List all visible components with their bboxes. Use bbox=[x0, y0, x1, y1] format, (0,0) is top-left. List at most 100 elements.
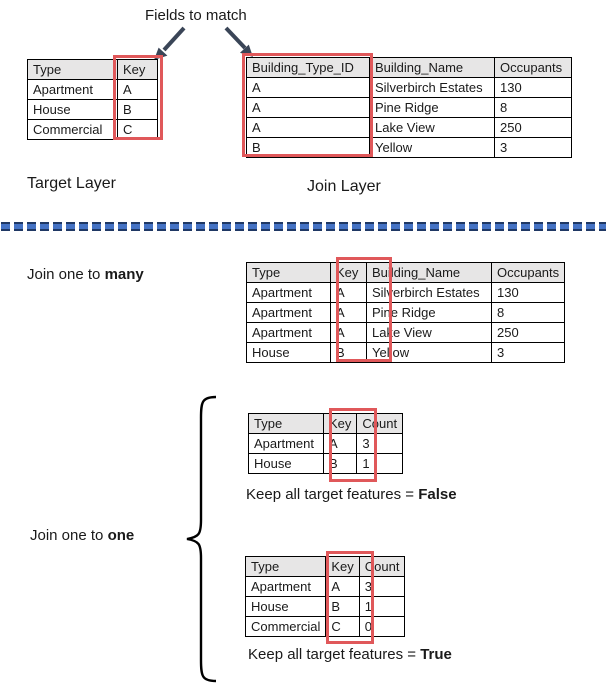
keep-false-caption: Keep all target features = False bbox=[246, 486, 457, 503]
table-cell: Yellow bbox=[369, 137, 495, 158]
table-header-cell: Building_Name bbox=[369, 57, 495, 78]
join-one-to-one-label-prefix: Join one to bbox=[30, 527, 108, 544]
join-one-to-many-label: Join one to many bbox=[27, 266, 144, 283]
table-cell: C bbox=[117, 119, 158, 140]
keep-true-caption-prefix: Keep all target features = bbox=[248, 646, 421, 663]
keep-false-caption-prefix: Keep all target features = bbox=[246, 486, 419, 503]
table-cell: Apartment bbox=[244, 576, 327, 597]
table-header-cell: Occupants bbox=[494, 57, 572, 78]
table-cell: Apartment bbox=[27, 79, 118, 100]
table-cell: Pine Ridge bbox=[369, 97, 495, 118]
arrow-down-left-icon bbox=[154, 26, 186, 60]
table-header-cell: Key bbox=[322, 413, 358, 434]
table-cell: A bbox=[246, 77, 370, 98]
table-cell: 1 bbox=[358, 596, 406, 617]
keep-true-caption: Keep all target features = True bbox=[248, 646, 452, 663]
curly-brace-icon bbox=[186, 395, 217, 683]
table-cell: 8 bbox=[494, 97, 572, 118]
arrow-down-right-icon bbox=[224, 26, 253, 57]
table-cell: A bbox=[246, 97, 370, 118]
table-cell: Silverbirch Estates bbox=[366, 282, 492, 303]
table-cell: House bbox=[248, 453, 324, 474]
table-cell: Apartment bbox=[246, 302, 331, 323]
table-cell: B bbox=[117, 99, 158, 120]
table-header-cell: Building_Type_ID bbox=[246, 57, 370, 78]
table-cell: A bbox=[330, 282, 367, 303]
join-layer-caption: Join Layer bbox=[307, 178, 381, 195]
table-cell: House bbox=[244, 596, 327, 617]
table-header-cell: Type bbox=[244, 556, 327, 577]
table-header-cell: Count bbox=[358, 556, 406, 577]
table-header-cell: Key bbox=[117, 59, 158, 80]
table-cell: 1 bbox=[356, 453, 404, 474]
table-cell: Apartment bbox=[246, 322, 331, 343]
target-layer-caption: Target Layer bbox=[27, 175, 116, 192]
table-cell: Pine Ridge bbox=[366, 302, 492, 323]
table-header-cell: Type bbox=[248, 413, 324, 434]
table-cell: B bbox=[322, 453, 358, 474]
table-cell: A bbox=[325, 576, 360, 597]
join-one-to-many-label-prefix: Join one to bbox=[27, 266, 105, 283]
table-cell: A bbox=[246, 117, 370, 138]
fields-to-match-title: Fields to match bbox=[145, 7, 247, 24]
table-cell: A bbox=[117, 79, 158, 100]
table-cell: Apartment bbox=[248, 433, 324, 454]
keep-false-caption-bold: False bbox=[418, 486, 457, 503]
table-cell: House bbox=[27, 99, 118, 120]
table-cell: Apartment bbox=[246, 282, 331, 303]
join-one-to-one-label: Join one to one bbox=[30, 527, 134, 544]
table-header-cell: Key bbox=[325, 556, 360, 577]
table-cell: B bbox=[246, 137, 370, 158]
table-cell: A bbox=[330, 302, 367, 323]
table-cell: 130 bbox=[494, 77, 572, 98]
table-cell: A bbox=[330, 322, 367, 343]
table-cell: A bbox=[322, 433, 358, 454]
table-header-cell: Occupants bbox=[490, 262, 566, 283]
table-cell: 3 bbox=[490, 342, 566, 363]
keep-true-caption-bold: True bbox=[420, 646, 452, 663]
table-header-cell: Building_Name bbox=[366, 262, 492, 283]
table-cell: Lake View bbox=[369, 117, 495, 138]
table-cell: 3 bbox=[358, 576, 406, 597]
table-cell: 250 bbox=[490, 322, 566, 343]
table-cell: 250 bbox=[494, 117, 572, 138]
table-header-cell: Key bbox=[330, 262, 367, 283]
table-cell: 130 bbox=[490, 282, 566, 303]
table-cell: C bbox=[325, 616, 360, 637]
table-cell: 8 bbox=[490, 302, 566, 323]
table-cell: Yellow bbox=[366, 342, 492, 363]
table-cell: Silverbirch Estates bbox=[369, 77, 495, 98]
join-one-to-many-label-bold: many bbox=[104, 266, 144, 283]
table-header-cell: Type bbox=[27, 59, 118, 80]
table-cell: Lake View bbox=[366, 322, 492, 343]
table-header-cell: Count bbox=[356, 413, 404, 434]
table-cell: 3 bbox=[494, 137, 572, 158]
join-one-to-one-label-bold: one bbox=[107, 527, 135, 544]
table-cell: House bbox=[246, 342, 331, 363]
table-cell: Commercial bbox=[244, 616, 327, 637]
